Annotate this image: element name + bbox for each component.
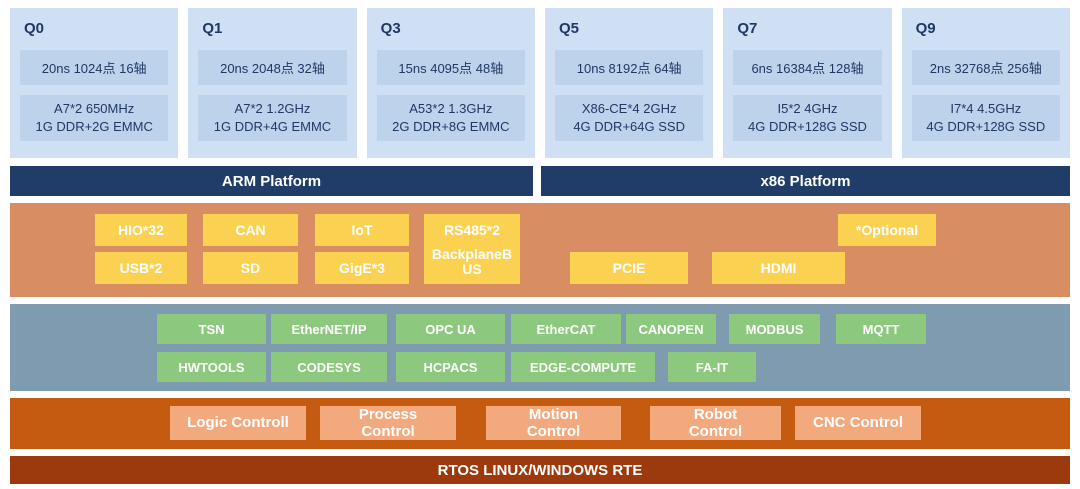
mw-box-edgecompute: EDGE-COMPUTE <box>511 352 655 382</box>
spec-box: 2ns 32768点 256轴 <box>911 50 1060 85</box>
mw-box-tsn: TSN <box>157 314 266 344</box>
card-title: Q0 <box>24 20 45 37</box>
mw-box-fait: FA-IT <box>668 352 756 382</box>
ctrl-box-motion: Motion Control <box>486 406 621 440</box>
mw-box-opcua: OPC UA <box>396 314 505 344</box>
card-title: Q7 <box>737 20 758 37</box>
platform-row: ARM Platform x86 Platform <box>10 166 1070 196</box>
card-title: Q9 <box>915 20 936 37</box>
mw-box-modbus: MODBUS <box>729 314 820 344</box>
io-box-backplanebus: BackplaneBUS <box>424 240 520 284</box>
spec-box: 15ns 4095点 48轴 <box>376 50 525 85</box>
io-box-gige: GigE*3 <box>315 252 409 284</box>
io-box-hdmi: HDMI <box>712 252 845 284</box>
spec-box: 20ns 2048点 32轴 <box>198 50 347 85</box>
rtos-bar: RTOS LINUX/WINDOWS RTE <box>10 456 1070 484</box>
mw-box-mqtt: MQTT <box>836 314 926 344</box>
control-band: Logic Controll Process Control Motion Co… <box>10 398 1070 449</box>
middleware-band: TSN EtherNET/IP OPC UA EtherCAT CANOPEN … <box>10 304 1070 391</box>
hardware-box: A7*2 650MHz 1G DDR+2G EMMC <box>20 95 169 141</box>
io-box-can: CAN <box>203 214 298 246</box>
io-box-sd: SD <box>203 252 298 284</box>
mw-box-ethernetip: EtherNET/IP <box>271 314 387 344</box>
io-interface-band: HIO*32 CAN IoT RS485*2 *Optional USB*2 S… <box>10 203 1070 297</box>
spec-box: 10ns 8192点 64轴 <box>554 50 704 85</box>
io-box-optional: *Optional <box>838 214 936 246</box>
product-cards-row: Q0 20ns 1024点 16轴 A7*2 650MHz 1G DDR+2G … <box>10 8 1070 158</box>
product-card-q9: Q9 2ns 32768点 256轴 I7*4 4.5GHz 4G DDR+12… <box>901 8 1070 158</box>
mw-box-ethercat: EtherCAT <box>511 314 621 344</box>
mw-box-hcpacs: HCPACS <box>396 352 505 382</box>
product-card-q7: Q7 6ns 16384点 128轴 I5*2 4GHz 4G DDR+128G… <box>723 8 892 158</box>
hardware-box: A7*2 1.2GHz 1G DDR+4G EMMC <box>198 95 347 141</box>
arm-platform-bar: ARM Platform <box>10 166 533 196</box>
spec-box: 20ns 1024点 16轴 <box>20 50 169 85</box>
spec-box: 6ns 16384点 128轴 <box>733 50 882 85</box>
product-card-q3: Q3 15ns 4095点 48轴 A53*2 1.3GHz 2G DDR+8G… <box>366 8 535 158</box>
x86-platform-bar: x86 Platform <box>541 166 1070 196</box>
io-box-usb: USB*2 <box>95 252 187 284</box>
hardware-box: I5*2 4GHz 4G DDR+128G SSD <box>733 95 882 141</box>
hardware-box: A53*2 1.3GHz 2G DDR+8G EMMC <box>376 95 525 141</box>
hardware-box: I7*4 4.5GHz 4G DDR+128G SSD <box>911 95 1060 141</box>
io-box-iot: IoT <box>315 214 409 246</box>
card-title: Q3 <box>380 20 401 37</box>
product-card-q0: Q0 20ns 1024点 16轴 A7*2 650MHz 1G DDR+2G … <box>10 8 179 158</box>
hardware-box: X86-CE*4 2GHz 4G DDR+64G SSD <box>554 95 704 141</box>
io-box-hio: HIO*32 <box>95 214 187 246</box>
mw-box-hwtools: HWTOOLS <box>157 352 266 382</box>
ctrl-box-robot: Robot Control <box>650 406 781 440</box>
card-title: Q5 <box>558 20 579 37</box>
io-box-pcie: PCIE <box>570 252 688 284</box>
mw-box-canopen: CANOPEN <box>626 314 716 344</box>
ctrl-box-process: Process Control <box>320 406 456 440</box>
ctrl-box-logic: Logic Controll <box>170 406 306 440</box>
product-card-q1: Q1 20ns 2048点 32轴 A7*2 1.2GHz 1G DDR+4G … <box>188 8 357 158</box>
card-title: Q1 <box>202 20 223 37</box>
ctrl-box-cnc: CNC Control <box>795 406 921 440</box>
product-card-q5: Q5 10ns 8192点 64轴 X86-CE*4 2GHz 4G DDR+6… <box>544 8 714 158</box>
mw-box-codesys: CODESYS <box>271 352 387 382</box>
